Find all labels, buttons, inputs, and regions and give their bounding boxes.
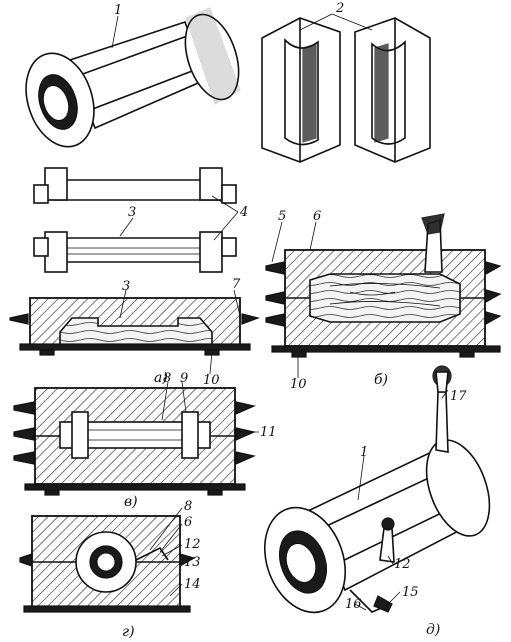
core-box-halves: [261, 17, 431, 163]
label-5: 5: [278, 209, 286, 224]
subfig-d: д): [426, 622, 440, 638]
label-13: 13: [184, 555, 201, 570]
label-16: 16: [345, 597, 362, 612]
label-1-d: 1: [360, 445, 368, 460]
label-10-a: 10: [203, 373, 220, 388]
label-12-g: 12: [184, 537, 201, 552]
label-6-b: 6: [313, 209, 321, 224]
subfig-b: б): [374, 372, 388, 388]
label-12-d: 12: [394, 557, 411, 572]
label-14: 14: [184, 577, 201, 592]
pattern-half-upper: [33, 167, 237, 204]
flask-with-pattern-a: [9, 297, 261, 356]
label-11: 11: [260, 425, 277, 440]
mold-cross-section-g: [19, 515, 196, 613]
subfig-g: г): [122, 624, 135, 640]
subfig-a: а): [154, 370, 168, 386]
pattern-half-lower: [33, 231, 237, 273]
label-1: 1: [114, 3, 122, 18]
label-2: 2: [335, 1, 344, 16]
label-6-g: 6: [184, 515, 192, 530]
label-9: 9: [180, 371, 188, 386]
label-3-top: 3: [128, 205, 136, 220]
label-15: 15: [402, 585, 419, 600]
label-17: 17: [450, 389, 467, 404]
label-3-a: 3: [122, 279, 130, 294]
leader-lines: [111, 13, 449, 611]
mold-with-core-v: [13, 387, 256, 496]
subfig-v: в): [124, 494, 138, 510]
subfigure-labels: а) б) в) г) д): [122, 370, 440, 640]
bushing-casting-top: [25, 7, 241, 148]
part-labels: 1 2 3 4 5 6 3 7 10 10 8 9 11 17 1 8 6 12…: [114, 1, 467, 612]
label-7: 7: [232, 277, 241, 292]
label-8-g: 8: [184, 499, 192, 514]
bushing-with-riser-d: [263, 365, 491, 614]
label-4: 4: [239, 205, 248, 220]
closed-mold-b: [265, 213, 502, 358]
label-10-b: 10: [290, 377, 307, 392]
label-8-v: 8: [163, 371, 171, 386]
